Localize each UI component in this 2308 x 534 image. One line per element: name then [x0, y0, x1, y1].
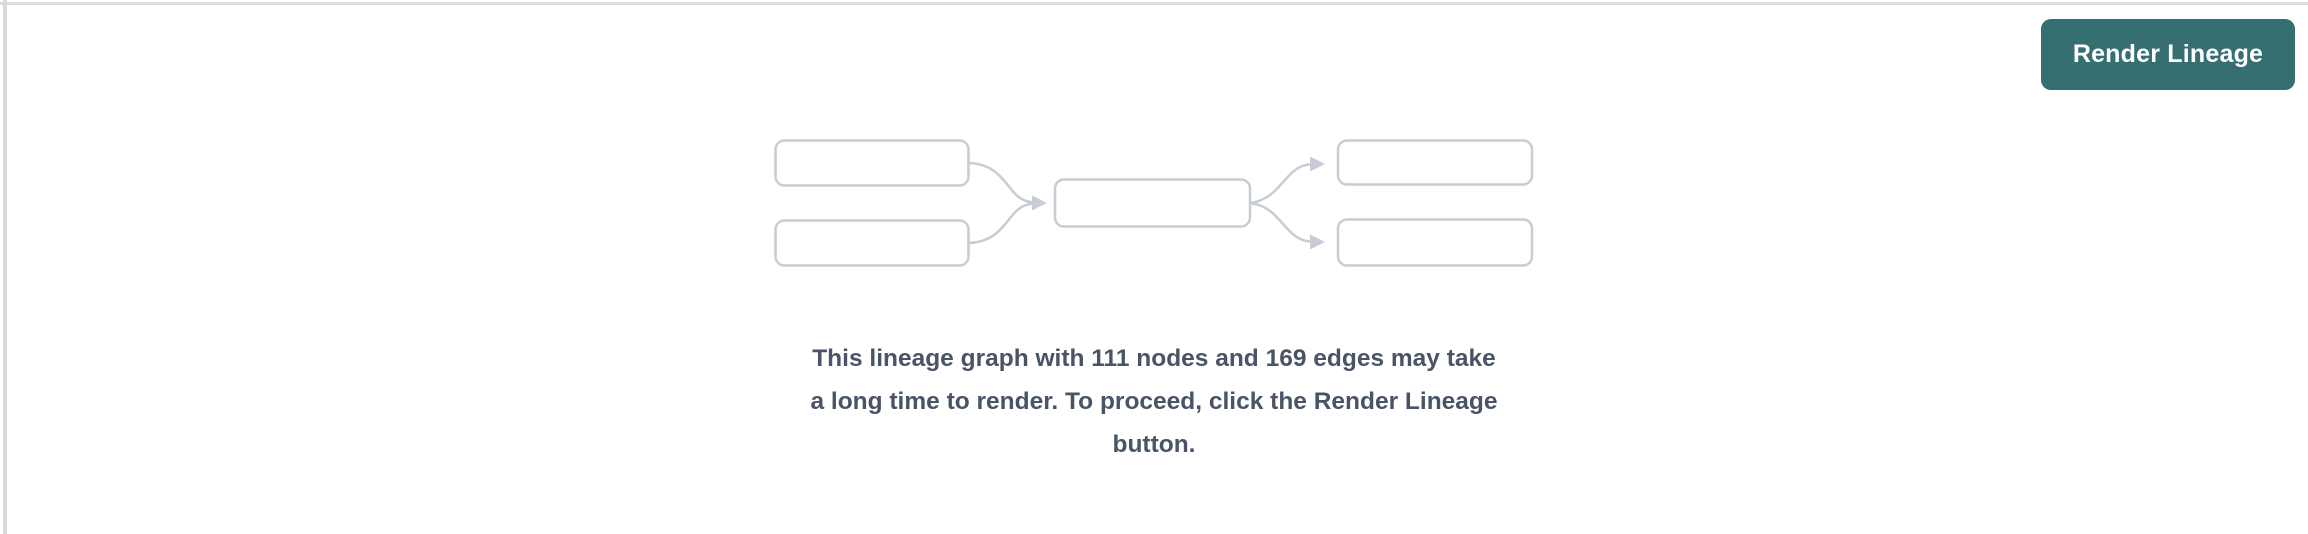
lineage-warning-message: This lineage graph with 111 nodes and 16…: [810, 337, 1497, 466]
lineage-empty-state: This lineage graph with 111 nodes and 16…: [0, 139, 2308, 466]
placeholder-node: [1336, 218, 1534, 267]
placeholder-edge: [968, 202, 1033, 245]
placeholder-edge: [968, 161, 1033, 204]
panel-left-border: [3, 0, 7, 534]
placeholder-edge: [1249, 201, 1311, 243]
arrowhead-icon: [1310, 234, 1325, 250]
arrowhead-icon: [1032, 195, 1047, 211]
placeholder-node: [1336, 139, 1534, 186]
lineage-placeholder-graphic: [774, 139, 1534, 267]
placeholder-node: [774, 139, 970, 187]
panel-top-border: [0, 2, 2308, 5]
message-line: button.: [1112, 431, 1196, 458]
render-lineage-button[interactable]: Render Lineage: [2041, 19, 2295, 90]
arrowhead-icon: [1310, 156, 1325, 172]
message-line: a long time to render. To proceed, click…: [810, 388, 1498, 415]
placeholder-node: [774, 219, 970, 267]
placeholder-edge: [1249, 163, 1311, 205]
message-line: This lineage graph with 111 nodes and 16…: [812, 345, 1496, 372]
placeholder-node: [1053, 178, 1252, 228]
